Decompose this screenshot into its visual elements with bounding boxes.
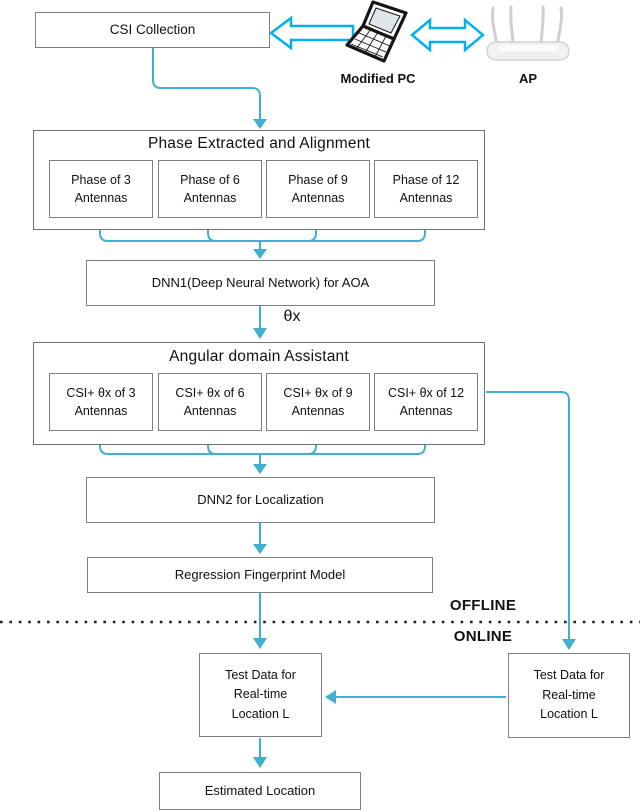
csi-theta-box-9-antennas: CSI+ θx of 9 Antennas — [266, 373, 370, 431]
bracket-angular-2 — [207, 430, 252, 455]
ap-label: AP — [518, 71, 538, 86]
bracket-angular-1 — [99, 430, 252, 455]
dnn1-box: DNN1(Deep Neural Network) for AOA — [86, 260, 435, 306]
arrowhead-dnn2 — [253, 464, 267, 474]
phase-box-6-antennas: Phase of 6 Antennas — [158, 160, 262, 218]
bracket-phase-join — [250, 240, 270, 250]
bracket-phase-4 — [268, 217, 426, 242]
signal-arrow-pc-to-csi — [268, 15, 355, 51]
test-data-center-box: Test Data for Real-time Location L — [199, 653, 322, 737]
modified-pc-label: Modified PC — [340, 71, 416, 86]
csi-collection-label: CSI Collection — [109, 21, 196, 37]
dnn2-box: DNN2 for Localization — [86, 477, 435, 523]
phase-extracted-title: Phase Extracted and Alignment — [147, 135, 371, 152]
laptop-icon — [338, 0, 418, 66]
arrowhead-dnn1 — [253, 249, 267, 259]
aoa-output-label: θx — [283, 308, 301, 325]
phase-box-9-antennas: Phase of 9 Antennas — [266, 160, 370, 218]
bracket-angular-4 — [268, 430, 426, 455]
access-point-icon — [483, 2, 573, 64]
arrowhead-center-test-side — [325, 690, 336, 704]
arrowhead-center-test-top — [253, 638, 267, 649]
csi-theta-box-12-antennas: CSI+ θx of 12 Antennas — [374, 373, 478, 431]
angular-domain-title: Angular domain Assistant — [169, 348, 349, 365]
online-stage-label: ONLINE — [453, 628, 513, 645]
phase-box-12-antennas: Phase of 12 Antennas — [374, 160, 478, 218]
estimated-location-box: Estimated Location — [159, 772, 361, 810]
bracket-phase-1 — [99, 217, 252, 242]
connector-csi-to-phase — [152, 48, 261, 121]
test-data-right-box: Test Data for Real-time Location L — [508, 653, 630, 738]
arrowhead-right-test — [562, 639, 576, 650]
angular-domain-container: Angular domain Assistant CSI+ θx of 3 An… — [33, 342, 485, 445]
signal-arrow-pc-ap-icon — [410, 17, 485, 53]
phase-extracted-container: Phase Extracted and Alignment Phase of 3… — [33, 130, 485, 230]
arrowhead-angular — [253, 328, 267, 339]
arrowhead-regression — [253, 544, 267, 554]
bracket-angular-join — [250, 453, 270, 465]
regression-fingerprint-box: Regression Fingerprint Model — [87, 557, 433, 593]
arrowhead-phase — [253, 119, 267, 129]
csi-theta-box-3-antennas: CSI+ θx of 3 Antennas — [49, 373, 153, 431]
phase-box-3-antennas: Phase of 3 Antennas — [49, 160, 153, 218]
offline-stage-label: OFFLINE — [449, 597, 517, 614]
connector-angular-to-right-test — [486, 391, 570, 640]
csi-theta-box-6-antennas: CSI+ θx of 6 Antennas — [158, 373, 262, 431]
csi-collection-box: CSI Collection — [35, 12, 270, 48]
bracket-phase-2 — [207, 217, 252, 242]
arrowhead-estimated — [253, 757, 267, 768]
